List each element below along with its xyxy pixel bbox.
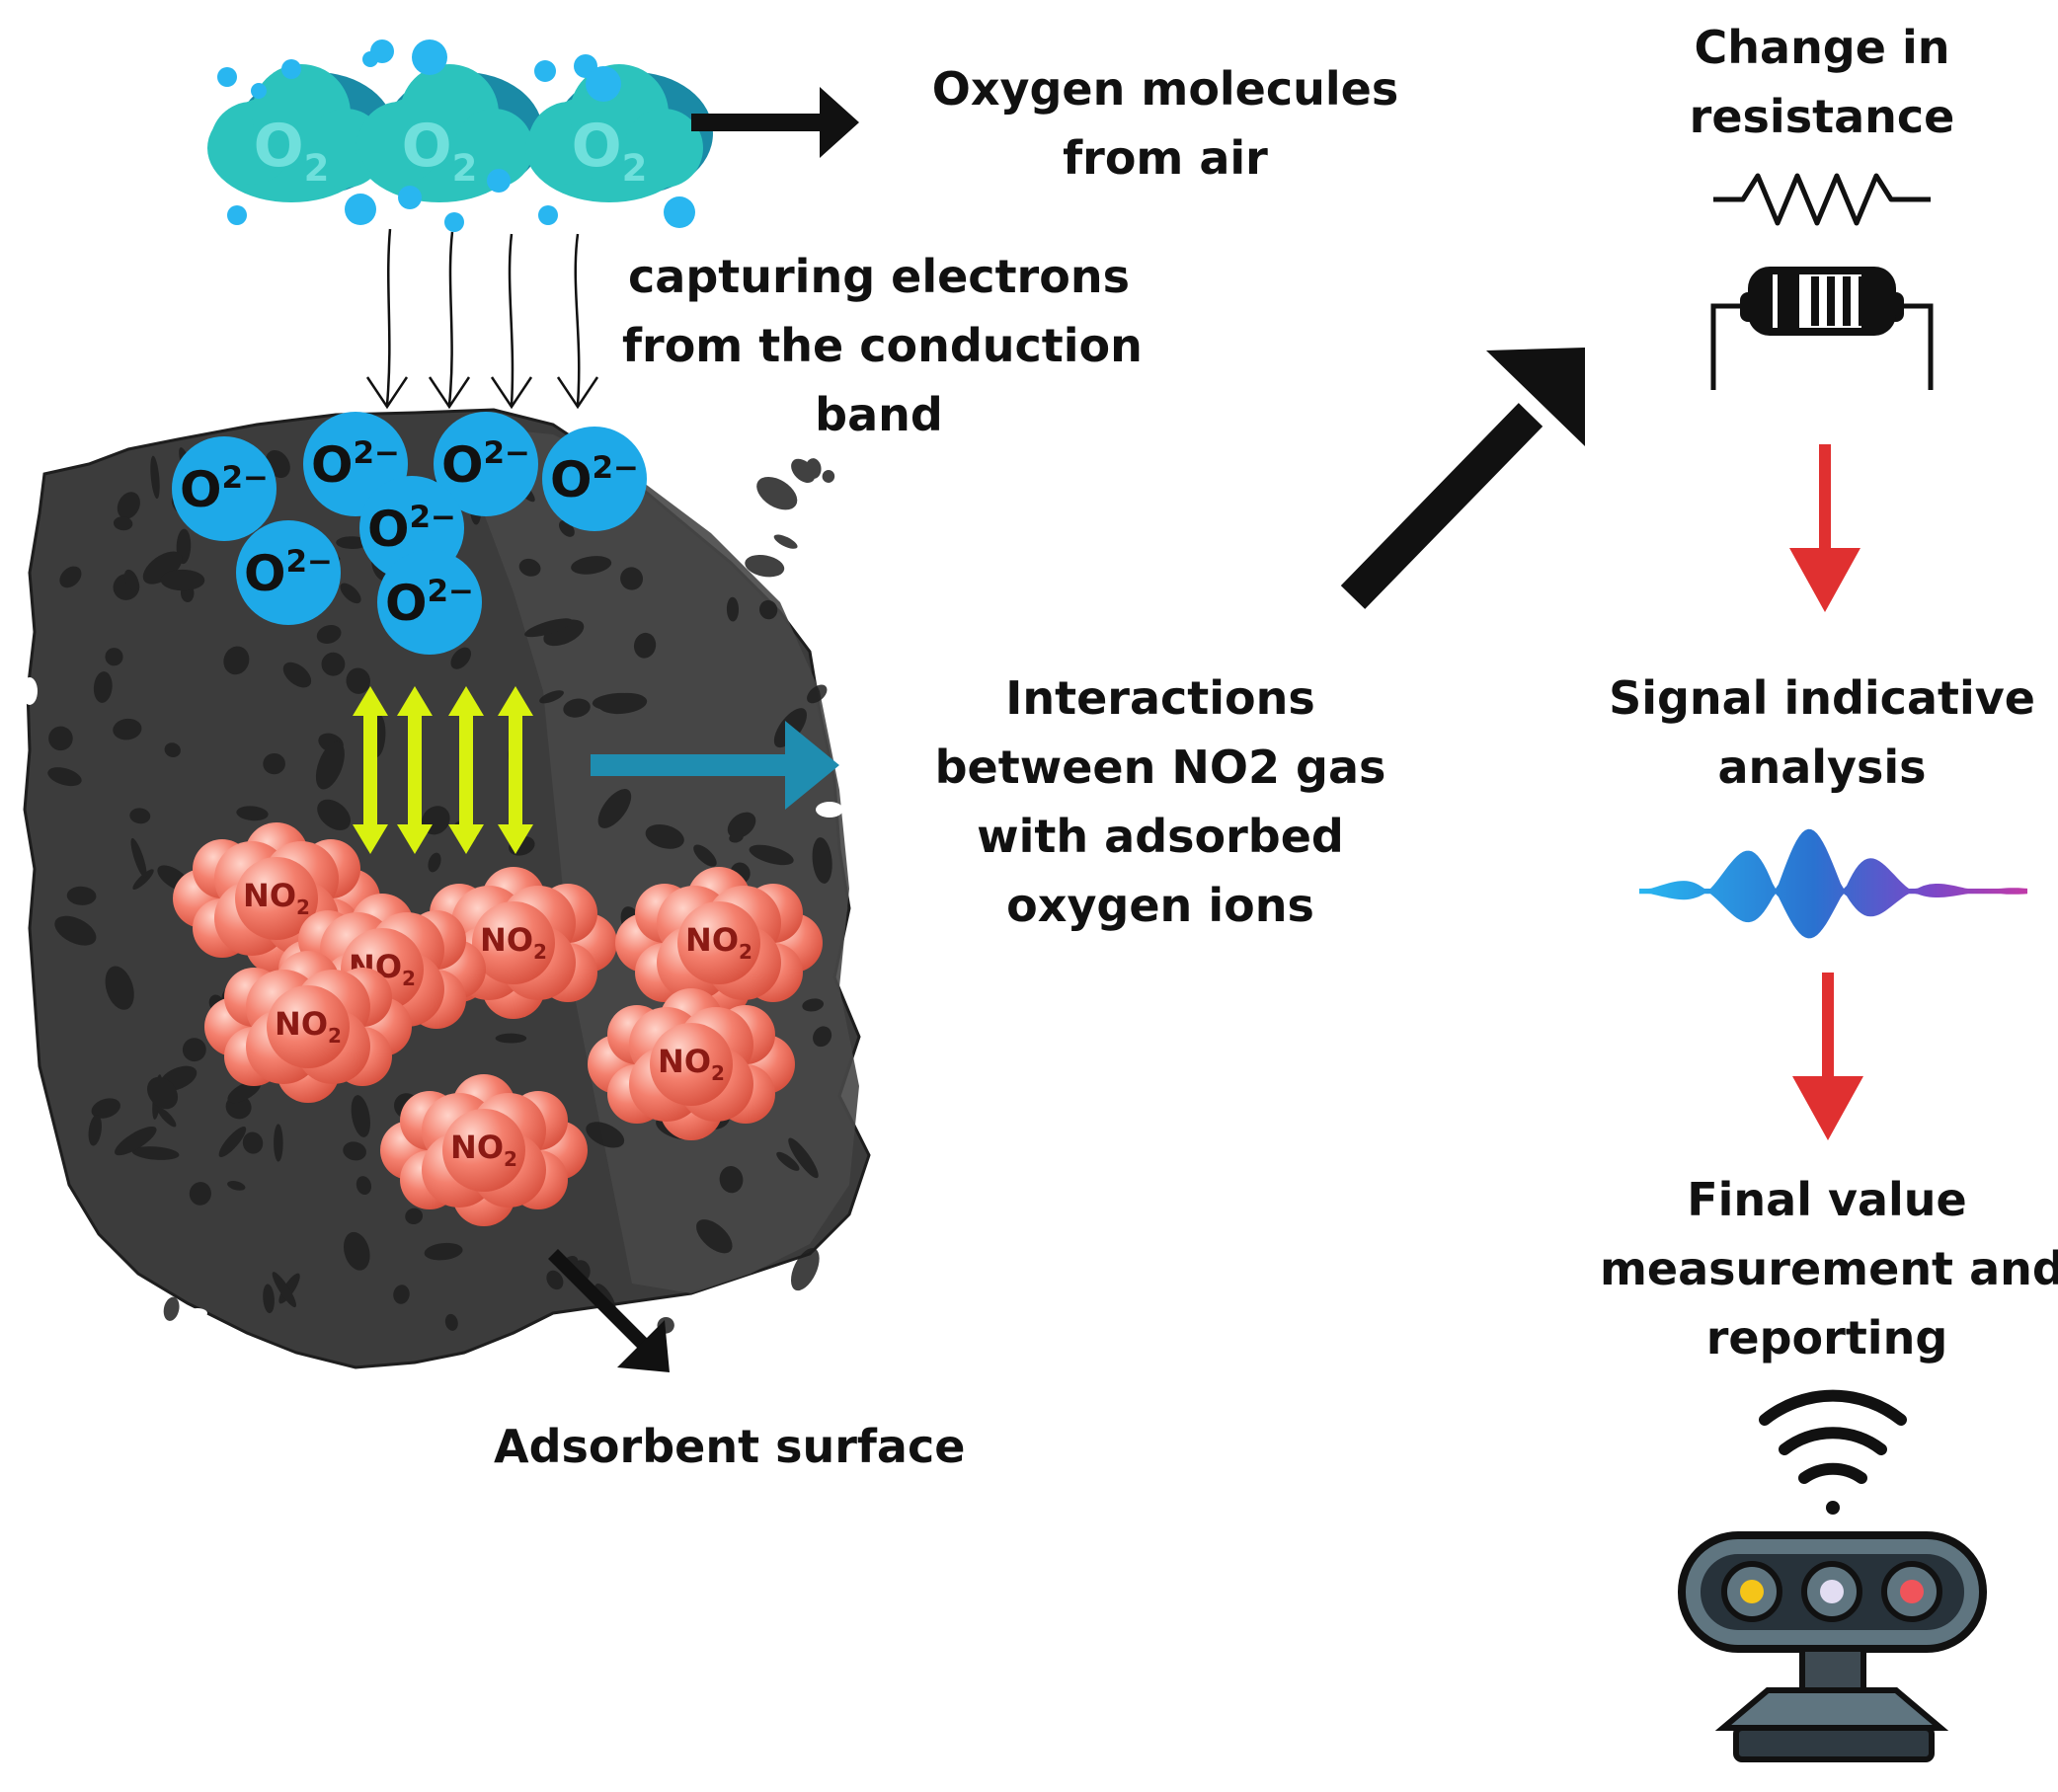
o2-label: O2 <box>402 112 478 190</box>
label-interactions: Interactions between NO2 gas with adsorb… <box>928 663 1392 940</box>
oxygen-bubble <box>412 39 447 75</box>
no2-label: NO2 <box>658 1043 725 1085</box>
oxygen-bubble <box>586 66 621 102</box>
oxygen-ion-label: O2− <box>311 435 400 494</box>
no2-label: NO2 <box>275 1005 342 1048</box>
label-resistance-line-2: resistance <box>1689 90 1955 143</box>
oxygen-bubble <box>398 186 422 209</box>
label-capturing-line-2: from the conduction <box>622 319 1143 372</box>
oxygen-ion-label: O2− <box>180 460 269 518</box>
no2-molecule: NO2 <box>380 1074 588 1226</box>
yellow-double-arrow <box>353 686 388 854</box>
oxygen-ion: O2− <box>377 550 482 655</box>
oxygen-bubble <box>664 196 695 228</box>
label-capturing-line-1: capturing electrons <box>628 250 1130 303</box>
oxygen-bubble <box>217 67 237 87</box>
red-flow-arrow-1 <box>1789 444 1860 612</box>
label-signal-line-1: Signal indicative <box>1609 671 2035 725</box>
yellow-double-arrow <box>448 686 484 854</box>
oxygen-bubble <box>444 212 464 232</box>
oxygen-bubble <box>538 205 558 225</box>
interaction-pointer-arrow <box>591 721 839 810</box>
label-interactions-line-2: between NO2 gas <box>934 740 1386 794</box>
label-resistance-line-1: Change in <box>1694 21 1950 74</box>
label-adsorbent-surface: Adsorbent surface <box>494 1412 966 1481</box>
signal-wave-icon <box>1639 828 2027 939</box>
o2-cloud: O2 <box>525 64 713 202</box>
label-oxygen-line-2: from air <box>1063 131 1268 185</box>
label-oxygen-line-1: Oxygen molecules <box>931 62 1399 116</box>
oxygen-bubble <box>281 59 301 79</box>
label-final-line-1: Final value <box>1687 1173 1967 1226</box>
oxygen-bubble <box>227 205 247 225</box>
yellow-double-arrow <box>498 686 533 854</box>
oxygen-ion-label: O2− <box>550 450 639 508</box>
no2-molecule: NO2 <box>173 822 380 974</box>
resistor-component-icon <box>1710 267 1934 390</box>
oxygen-ion: O2− <box>172 436 277 541</box>
label-capturing-line-3: band <box>815 388 943 441</box>
no2-label: NO2 <box>685 921 752 964</box>
label-interactions-line-4: oxygen ions <box>1006 879 1314 932</box>
label-signal-analysis: Signal indicative analysis <box>1600 663 2044 802</box>
label-change-in-resistance: Change in resistance <box>1639 13 2005 151</box>
resistor-symbol-icon <box>1713 173 1931 226</box>
oxygen-molecule-clouds: O2 O2 O2 <box>207 39 713 232</box>
oxygen-bubble <box>345 194 376 225</box>
adsorbed-oxygen-ions: O2− O2− O2− O2− O2− O2− O2− <box>172 412 647 655</box>
electron-capture-arrows <box>365 228 599 410</box>
wifi-icon <box>1759 1389 1907 1515</box>
no2-molecule: NO2 <box>204 951 412 1103</box>
label-final-line-2: measurement and <box>1600 1242 2058 1295</box>
sensor-device-icon <box>1678 1531 1987 1762</box>
o2-label: O2 <box>572 112 648 190</box>
oxygen-ion-label: O2− <box>441 435 530 494</box>
no2-molecule: NO2 <box>588 988 795 1140</box>
oxygen-ion-label: O2− <box>385 574 474 632</box>
yellow-double-arrow <box>397 686 433 854</box>
no2-label: NO2 <box>450 1129 517 1171</box>
label-interactions-line-1: Interactions <box>1005 671 1315 725</box>
oxygen-bubble <box>370 39 394 63</box>
no2-label: NO2 <box>480 921 547 964</box>
label-final-line-3: reporting <box>1705 1311 1948 1364</box>
no2-label: NO2 <box>243 877 310 919</box>
label-capturing-electrons: capturing electrons from the conduction … <box>622 242 1143 449</box>
oxygen-ion: O2− <box>303 412 408 516</box>
label-interactions-line-3: with adsorbed <box>977 810 1344 863</box>
label-signal-line-2: analysis <box>1717 740 1927 794</box>
label-oxygen-molecules: Oxygen molecules from air <box>918 54 1412 193</box>
oxygen-ion-label: O2− <box>367 500 456 558</box>
oxygen-bubble <box>487 169 511 193</box>
oxygen-ion: O2− <box>542 427 647 531</box>
oxygen-ion: O2− <box>434 412 538 516</box>
interaction-double-arrows <box>353 686 533 854</box>
label-final-value: Final value measurement and reporting <box>1600 1165 2058 1372</box>
o2-label: O2 <box>254 112 330 190</box>
o2-cloud: O2 <box>356 64 543 202</box>
red-flow-arrow-2 <box>1792 973 1863 1140</box>
no2-molecule: NO2 <box>615 867 823 1019</box>
oxygen-bubble <box>534 60 556 82</box>
oxygen-pointer-arrow <box>691 87 859 158</box>
resistance-change-arrow <box>1340 348 1585 609</box>
oxygen-ion-label: O2− <box>244 544 333 602</box>
oxygen-ion: O2− <box>236 520 341 625</box>
adsorbent-pointer-arrow <box>548 1249 670 1372</box>
oxygen-bubble <box>251 83 267 99</box>
label-adsorbent-line-1: Adsorbent surface <box>494 1420 966 1473</box>
